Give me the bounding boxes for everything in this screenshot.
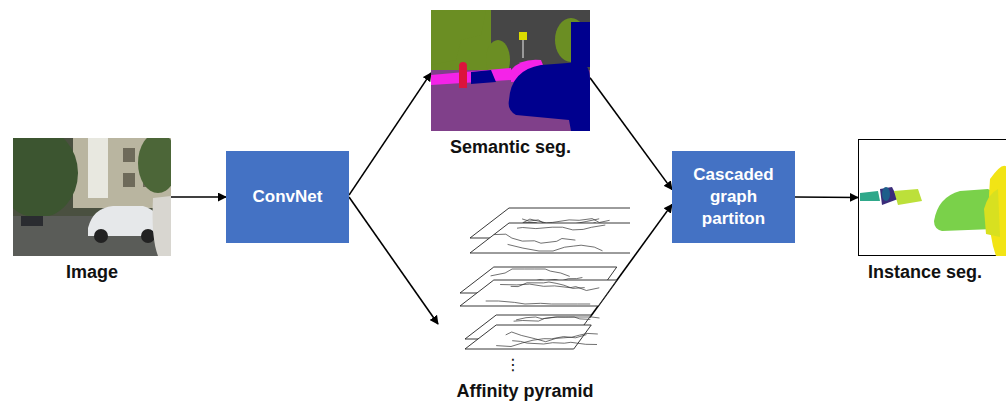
- affinity-pyramid-layers: [430, 205, 630, 375]
- process-box: ConvNet: [226, 151, 349, 243]
- input-image: Image: [13, 138, 171, 283]
- caption: Image: [13, 262, 171, 283]
- process-box: Cascaded graph partiton: [672, 151, 795, 243]
- picture: [858, 139, 1006, 256]
- ellipsis-mark: ⋮: [505, 355, 521, 374]
- arrow-connector: [590, 78, 672, 190]
- picture: [13, 138, 171, 256]
- picture: [430, 205, 630, 375]
- instance-map: [858, 139, 1006, 256]
- picture: [431, 10, 590, 131]
- semantic-map: [431, 10, 590, 131]
- instance-image: Instance seg.: [858, 139, 1006, 283]
- arrow-connector: [171, 196, 226, 198]
- caption: Affinity pyramid: [420, 381, 630, 402]
- caption: Semantic seg.: [431, 137, 590, 158]
- street-photo: [13, 138, 171, 256]
- affinity-pyramid: Affinity pyramid: [430, 205, 630, 402]
- caption: Instance seg.: [868, 262, 1006, 283]
- arrow-connector: [795, 196, 858, 198]
- arrow-connector: [349, 197, 438, 324]
- arrow-connector: [349, 73, 431, 195]
- box-label: Cascaded graph partiton: [688, 164, 780, 230]
- box-label: ConvNet: [253, 186, 323, 208]
- semantic-image: Semantic seg.: [431, 10, 590, 158]
